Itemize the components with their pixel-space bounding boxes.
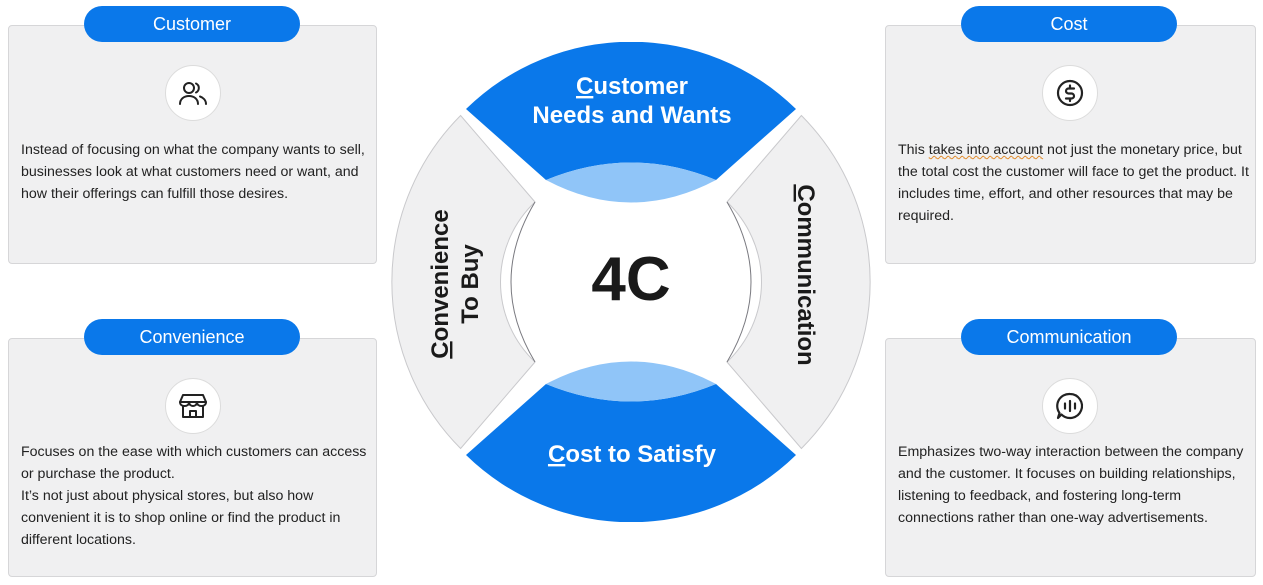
communication-card: Emphasizes two-way interaction between t…	[885, 338, 1256, 577]
right-segment	[726, 114, 871, 450]
center-label: 4C	[591, 245, 670, 314]
convenience-description: Focuses on the ease with which customers…	[21, 441, 371, 551]
top-lens	[546, 162, 716, 203]
right-inner-arc	[726, 201, 752, 363]
cost-text-spellcheck: takes into account	[928, 142, 1044, 158]
left-segment	[391, 114, 536, 450]
cost-description: This takes into account not just the mon…	[898, 139, 1254, 227]
left-label-line2: To Buy	[457, 244, 484, 324]
bottom-segment	[466, 384, 796, 522]
customer-title: Customer	[84, 6, 300, 42]
cost-text-post: not just the monetary price, but the tot…	[898, 142, 1249, 224]
communication-title: Communication	[961, 319, 1177, 355]
top-label-line2: Needs and Wants	[532, 102, 731, 129]
convenience-card: Focuses on the ease with which customers…	[8, 338, 377, 577]
dollar-coin-icon	[1042, 65, 1098, 121]
cost-title: Cost	[961, 6, 1177, 42]
communication-description: Emphasizes two-way interaction between t…	[898, 444, 1244, 526]
customer-card: Instead of focusing on what the company …	[8, 25, 377, 264]
top-segment	[466, 42, 796, 180]
users-icon	[165, 65, 221, 121]
right-label: Communication	[792, 184, 819, 365]
cost-text-pre: This	[898, 142, 929, 158]
bottom-label: Cost to Satisfy	[548, 441, 717, 468]
left-inner-arc	[510, 201, 536, 363]
customer-description: Instead of focusing on what the company …	[21, 142, 365, 202]
4c-diagram: 4C Customer Needs and Wants Cost to Sati…	[391, 42, 871, 522]
convenience-text-2: It’s not just about physical stores, but…	[21, 488, 341, 548]
bottom-lens	[546, 361, 716, 402]
store-icon	[165, 378, 221, 434]
convenience-title: Convenience	[84, 319, 300, 355]
cost-card: This takes into account not just the mon…	[885, 25, 1256, 264]
left-label-line1: Convenience	[427, 209, 454, 358]
convenience-text-1: Focuses on the ease with which customers…	[21, 444, 367, 482]
top-label-line1: Customer	[576, 73, 688, 100]
chat-bubble-icon	[1042, 378, 1098, 434]
